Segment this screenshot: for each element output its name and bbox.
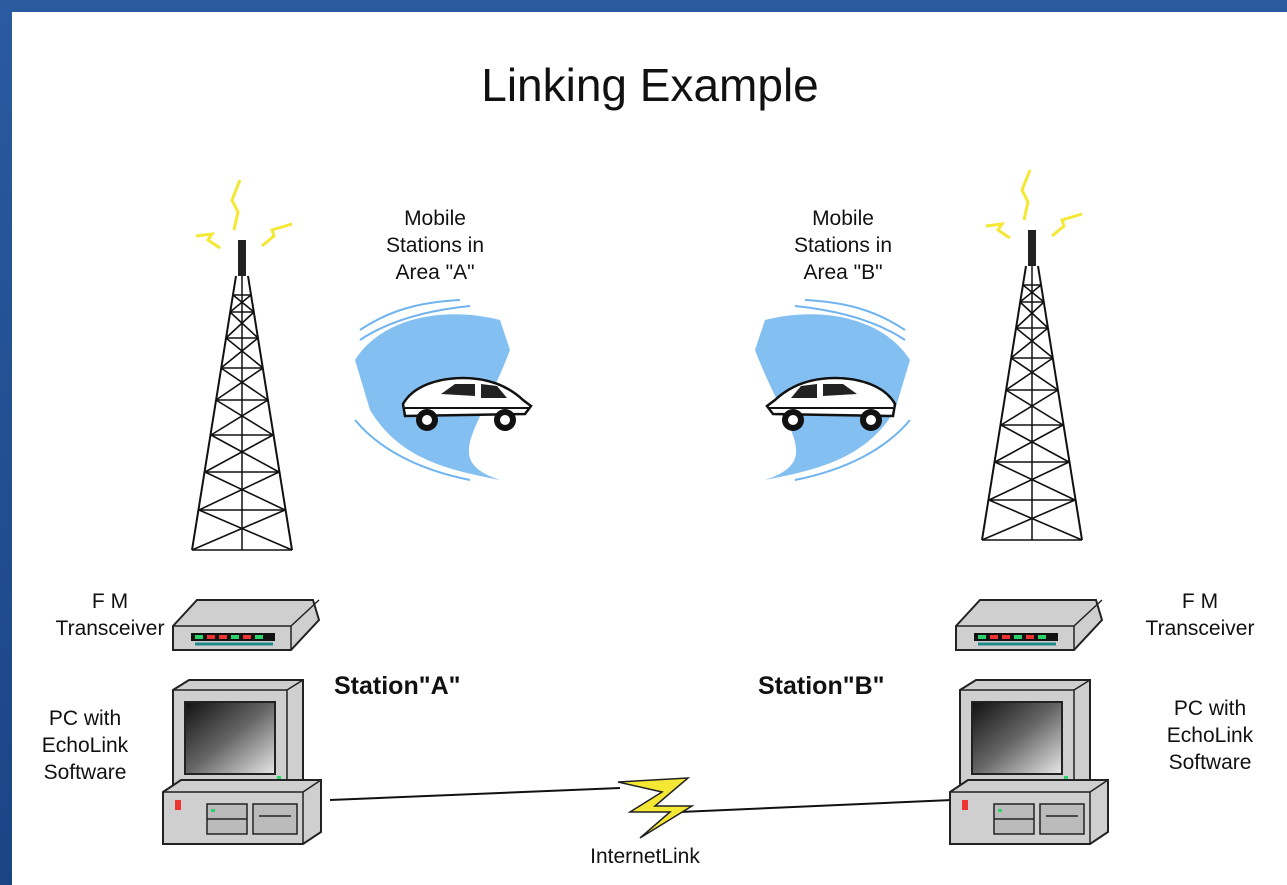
- station-a-label: Station"A": [334, 672, 461, 700]
- car-a-icon: [354, 299, 533, 481]
- pc-b-label: PC with EchoLink Software: [1166, 697, 1254, 774]
- internet-link-label: InternetLink: [590, 845, 700, 868]
- car-b-icon: [754, 299, 911, 481]
- station-b-label: Station"B": [758, 672, 885, 700]
- mobile-a-label: Mobile Stations in Area "A": [385, 207, 485, 284]
- computer-a-icon: [162, 679, 322, 845]
- tower-b-icon: [980, 168, 1084, 542]
- pc-a-label: PC with EchoLink Software: [41, 707, 129, 784]
- fm-transceiver-b-label: F M Transceiver: [1145, 590, 1255, 640]
- fm-transceiver-a-label: F M Transceiver: [55, 590, 165, 640]
- diagram-title: Linking Example: [481, 59, 819, 111]
- tower-a-icon: [190, 178, 294, 552]
- computer-b-icon: [949, 679, 1109, 845]
- transceiver-b-icon: [954, 598, 1104, 652]
- transceiver-a-icon: [171, 598, 321, 652]
- lightning-link-icon: [329, 777, 953, 839]
- mobile-b-label: Mobile Stations in Area "B": [793, 207, 893, 284]
